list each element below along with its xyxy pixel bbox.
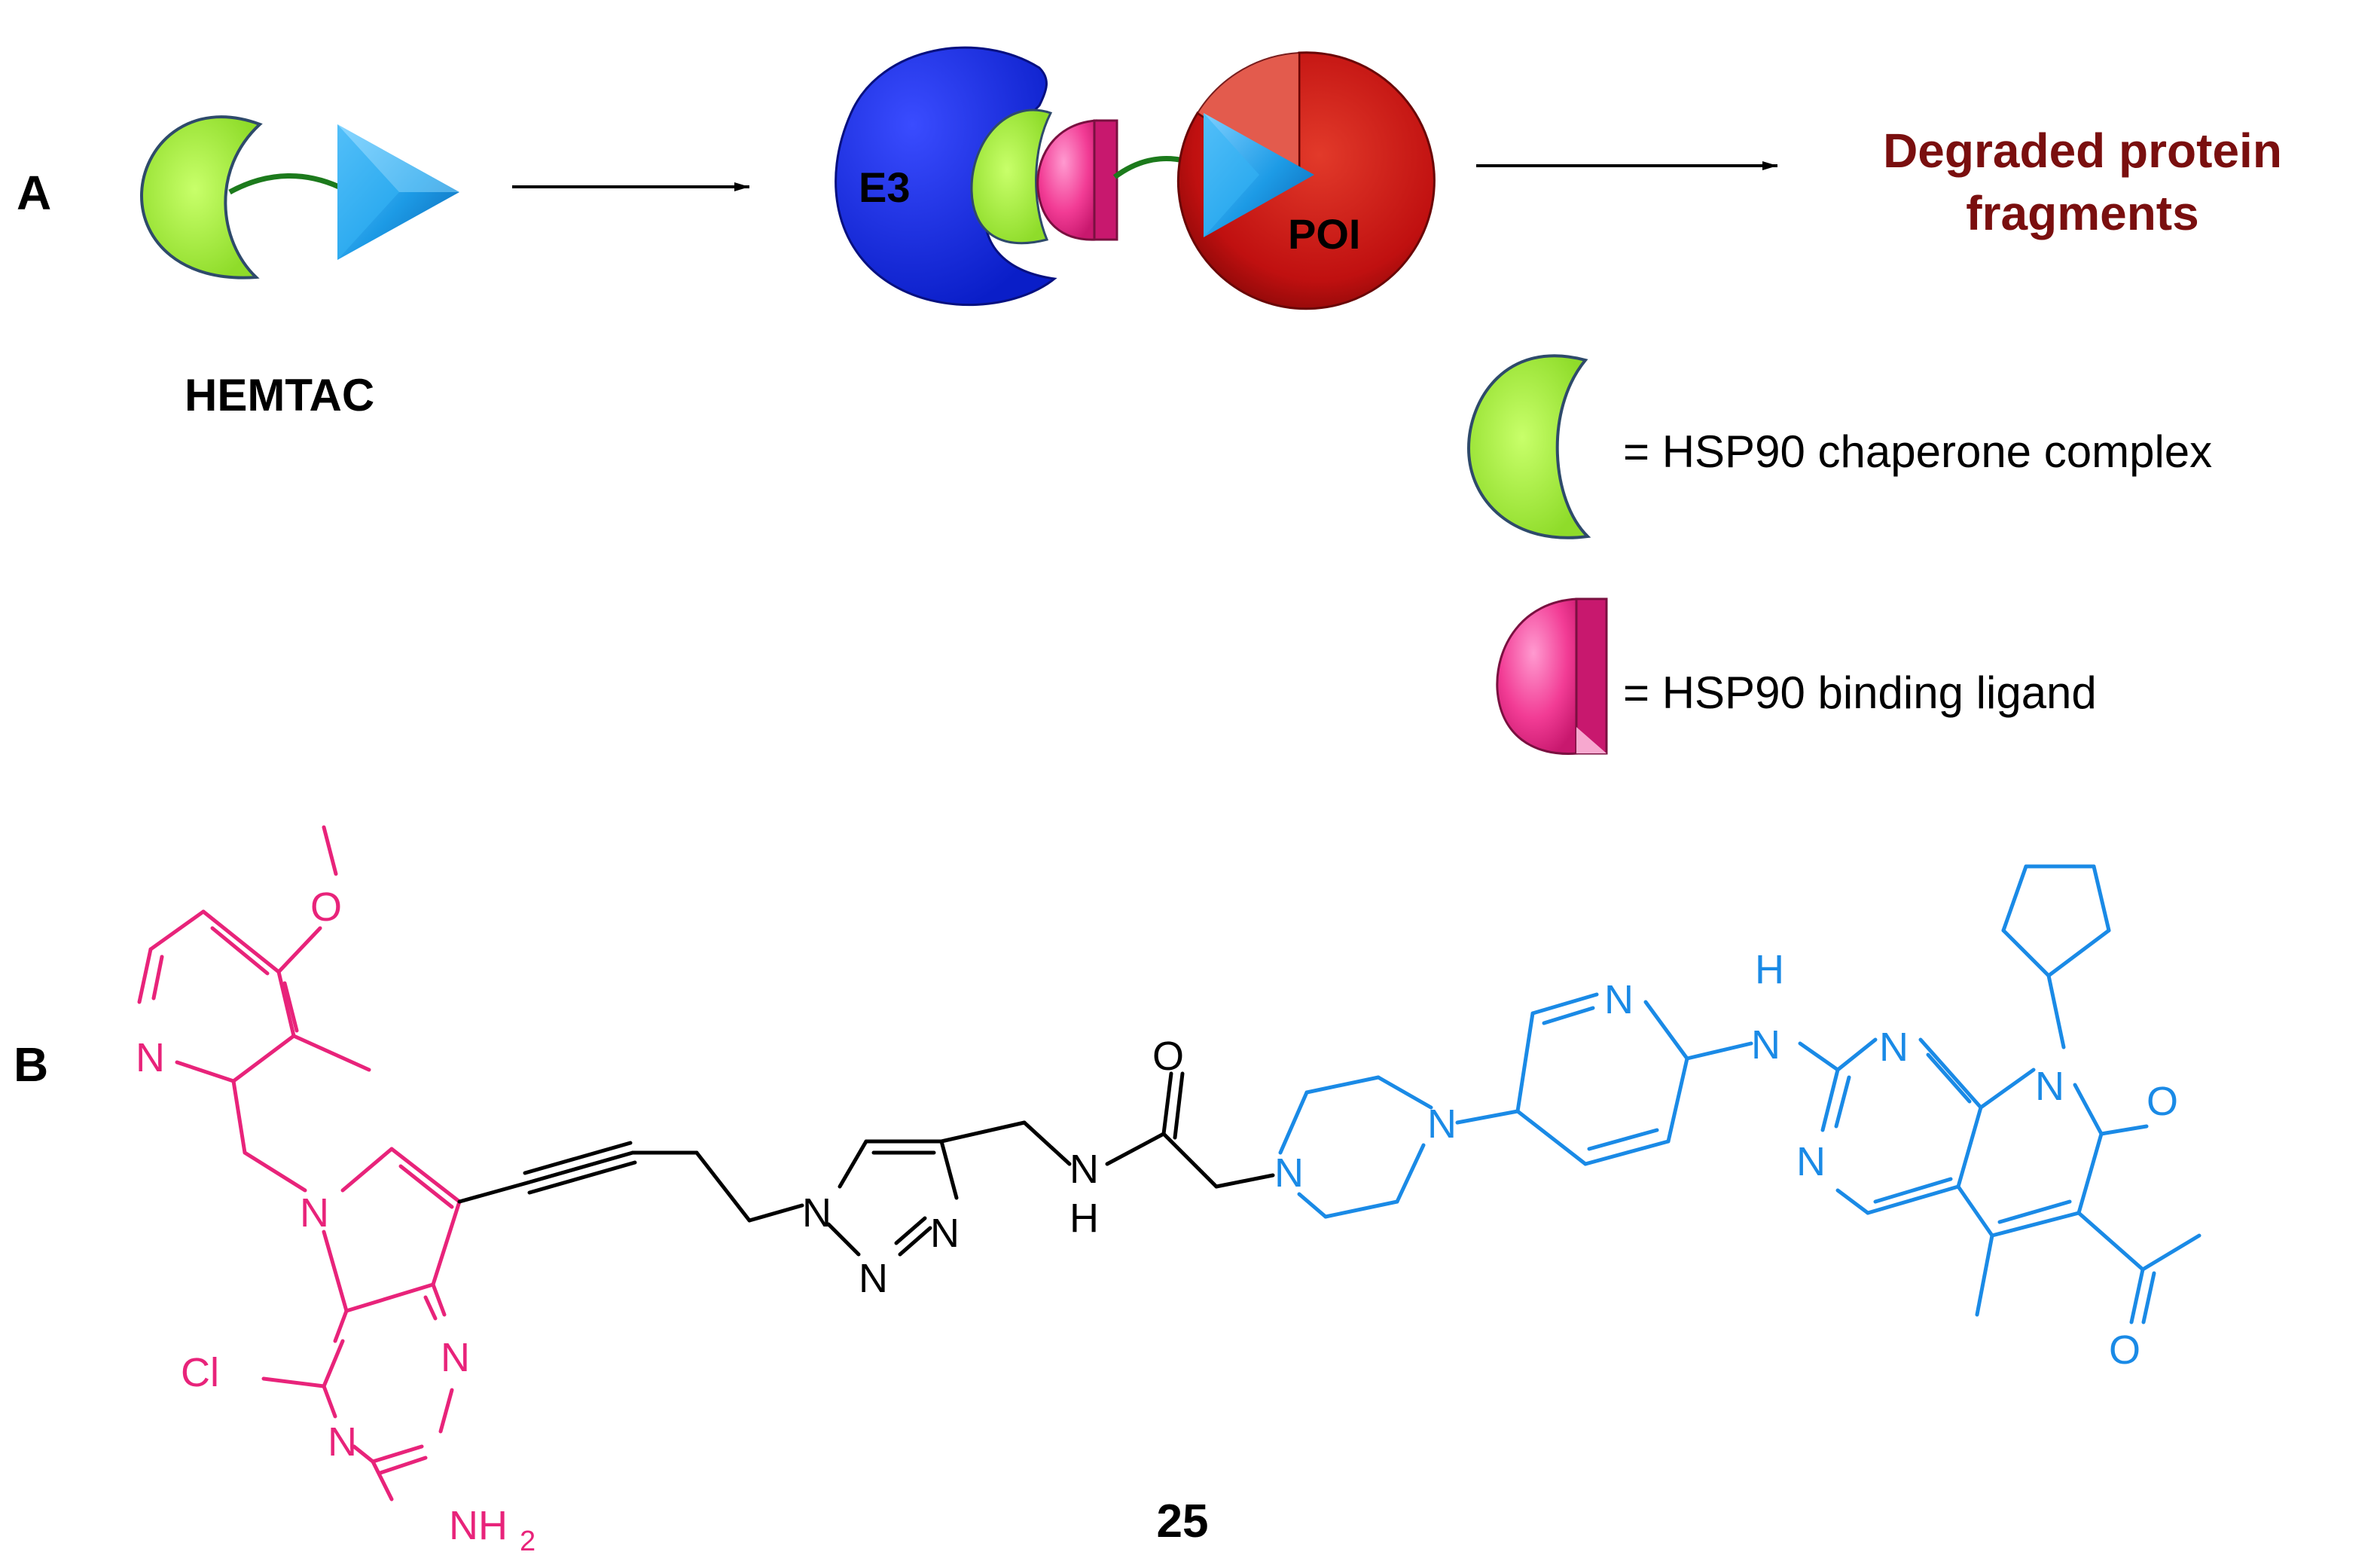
- atom-n: N: [859, 1256, 888, 1301]
- green-crescent-icon: [970, 108, 1053, 245]
- poi-ligand-structure: [1278, 864, 2202, 1324]
- hemtac-molecule: [139, 115, 459, 280]
- atom-n: N: [136, 1035, 165, 1080]
- atom-n: N: [1274, 1150, 1304, 1196]
- pink-half-disc-icon: [1036, 119, 1097, 241]
- atom-n: N: [328, 1419, 357, 1465]
- atom-nh2: NH: [449, 1503, 508, 1548]
- blue-triangle-icon: [1204, 113, 1314, 237]
- ternary-complex: [835, 46, 1436, 310]
- hsp90-ligand-atoms: O N N Cl N N NH 2: [136, 884, 536, 1557]
- linker-structure: [457, 1071, 1275, 1257]
- atom-n: N: [1069, 1147, 1099, 1192]
- linker-curve: [228, 173, 340, 195]
- atom-n: N: [441, 1335, 470, 1380]
- panel-b-label: B: [14, 1037, 48, 1092]
- atom-o: O: [2147, 1079, 2178, 1124]
- compound-number: 25: [1157, 1495, 1209, 1547]
- atom-h: H: [1755, 947, 1784, 992]
- atom-n: N: [1604, 977, 1634, 1022]
- atom-o: O: [1152, 1034, 1184, 1079]
- legend-text-ligand: = HSP90 binding ligand: [1623, 667, 2097, 718]
- poi-ligand-atoms: N N N N H N N N O O: [1274, 947, 2178, 1373]
- legend: = HSP90 chaperone complex = HSP90 bindin…: [1466, 354, 2212, 756]
- atom-n: N: [1879, 1025, 1909, 1070]
- atom-o: O: [310, 884, 342, 930]
- atom-n: N: [1796, 1139, 1826, 1184]
- poi-shape: [1176, 51, 1436, 310]
- atom-nh2-subscript: 2: [520, 1526, 536, 1557]
- atom-n: N: [1427, 1101, 1457, 1147]
- green-crescent-icon: [1466, 354, 1591, 539]
- green-crescent-icon: [139, 115, 263, 280]
- poi-label: POI: [1288, 210, 1360, 258]
- hsp90-ligand-structure: [137, 825, 462, 1501]
- blue-triangle-icon: [337, 124, 459, 260]
- hemtac-label: HEMTAC: [185, 370, 374, 420]
- legend-text-chaperone: = HSP90 chaperone complex: [1623, 426, 2212, 477]
- atom-n: N: [802, 1190, 831, 1236]
- atom-n: N: [300, 1190, 329, 1236]
- atom-n: N: [1751, 1022, 1780, 1068]
- linker-atoms: N N N N H O: [802, 1034, 1184, 1301]
- atom-n: N: [930, 1211, 960, 1256]
- result-text-line1: Degraded protein: [1883, 124, 2282, 178]
- atom-n: N: [2035, 1064, 2064, 1109]
- atom-o: O: [2109, 1327, 2140, 1373]
- result-text-line2: fragments: [1966, 186, 2198, 240]
- pink-half-disc-icon: [1496, 597, 1608, 756]
- atom-h: H: [1069, 1196, 1099, 1241]
- e3-label: E3: [859, 163, 911, 211]
- panel-a-label: A: [17, 166, 51, 220]
- atom-cl: Cl: [181, 1350, 219, 1395]
